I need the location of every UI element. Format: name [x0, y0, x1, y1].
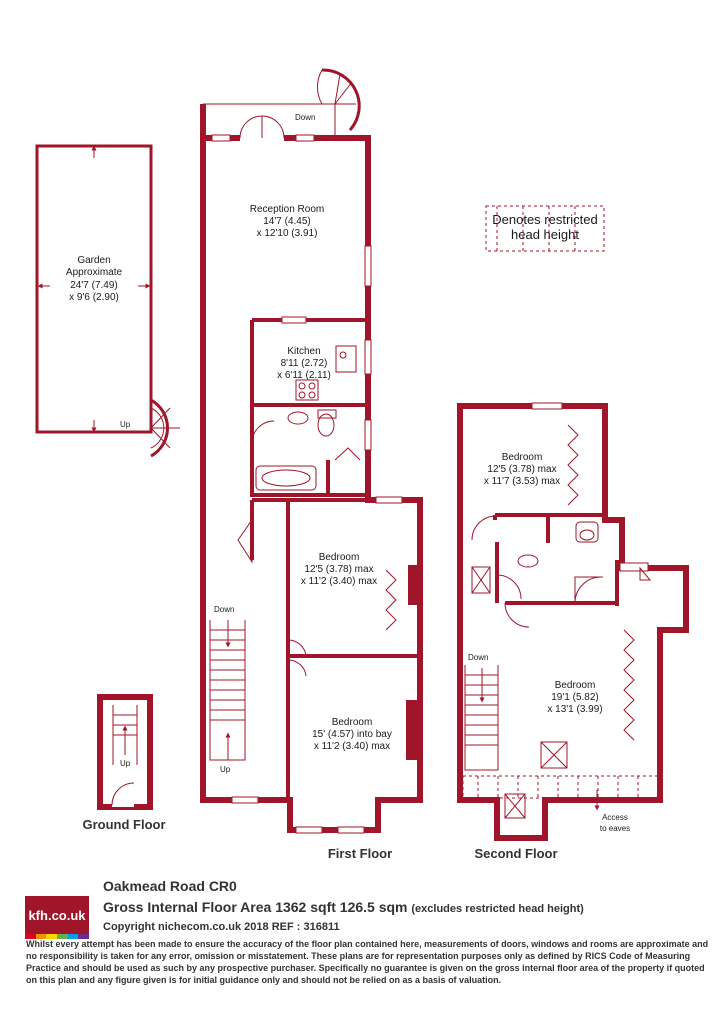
garden-dim1: 24'7 (7.49) [70, 280, 118, 291]
ground-floor: Up Ground Floor [82, 694, 166, 832]
kitchen-dim1: 8'11 (2.72) [281, 358, 328, 369]
first-stairs-up-label: Up [220, 765, 231, 774]
first-bedroom-a-name: Bedroom [319, 552, 360, 563]
ground-floor-label: Ground Floor [82, 817, 165, 832]
disclaimer: Whilst every attempt has been made to en… [26, 939, 709, 985]
reception-name: Reception Room [250, 204, 324, 215]
eaves-access-label-1: Access [602, 813, 628, 822]
garden-name: Garden [77, 255, 110, 266]
copyright: Copyright nichecom.co.uk 2018 REF : 3168… [103, 921, 340, 933]
garden: Garden Approximate 24'7 (7.49) x 9'6 (2.… [35, 144, 180, 458]
second-floor: Down Access to eaves Bedroom 12'5 (3.78)… [457, 402, 689, 861]
first-bedroom-a-dim1: 12'5 (3.78) max [304, 564, 373, 575]
kitchen-name: Kitchen [287, 346, 320, 357]
floor-area-value: Gross Internal Floor Area 1362 sqft 126.… [103, 899, 408, 915]
logo-color-5 [67, 934, 79, 939]
garden-dim2: x 9'6 (2.90) [69, 292, 119, 303]
first-bedroom-b-dim1: 15' (4.57) into bay [312, 729, 392, 740]
first-floor-label: First Floor [328, 846, 392, 861]
logo-color-1 [25, 934, 36, 939]
logo-color-2 [35, 934, 47, 939]
second-bedroom-a-dim2: x 11'7 (3.53) max [484, 476, 560, 487]
second-bedroom-a-dim1: 12'5 (3.78) max [487, 464, 556, 475]
first-bedroom-b-name: Bedroom [332, 717, 373, 728]
logo-color-4 [57, 934, 68, 939]
floor-area-note: (excludes restricted head height) [411, 903, 584, 915]
second-floor-label: Second Floor [474, 846, 557, 861]
ground-up-label: Up [120, 759, 131, 768]
garden-approx: Approximate [66, 267, 123, 278]
legend-line-2: head height [511, 227, 579, 242]
eaves-access-label-2: to eaves [600, 824, 630, 833]
logo-color-bar [25, 934, 90, 939]
second-bedroom-b-name: Bedroom [555, 680, 596, 691]
second-stairs-down-label: Down [468, 653, 488, 662]
second-bedroom-a-name: Bedroom [502, 452, 543, 463]
first-bedroom-b-dim2: x 11'2 (3.40) max [314, 741, 390, 752]
logo-color-3 [46, 934, 58, 939]
first-stairs-down-label: Down [214, 605, 234, 614]
second-bedroom-b-dim2: x 13'1 (3.99) [547, 704, 602, 715]
kitchen-dim2: x 6'11 (2.11) [277, 370, 331, 381]
legend-line-1: Denotes restricted [492, 212, 598, 227]
floor-area: Gross Internal Floor Area 1362 sqft 126.… [103, 899, 584, 915]
restricted-height-legend: Denotes restricted head height [485, 205, 605, 252]
reception-dim2: x 12'10 (3.91) [257, 228, 318, 239]
first-floor: Down [200, 68, 423, 861]
garden-up-label: Up [120, 420, 131, 429]
property-address: Oakmead Road CR0 [103, 878, 237, 894]
logo-color-6 [78, 934, 90, 939]
kfh-logo: kfh.co.uk [25, 896, 89, 934]
first-bedroom-a-dim2: x 11'2 (3.40) max [301, 576, 377, 587]
reception-dim1: 14'7 (4.45) [263, 216, 311, 227]
second-bedroom-b-dim1: 19'1 (5.82) [551, 692, 599, 703]
first-down-top-label: Down [295, 113, 315, 122]
